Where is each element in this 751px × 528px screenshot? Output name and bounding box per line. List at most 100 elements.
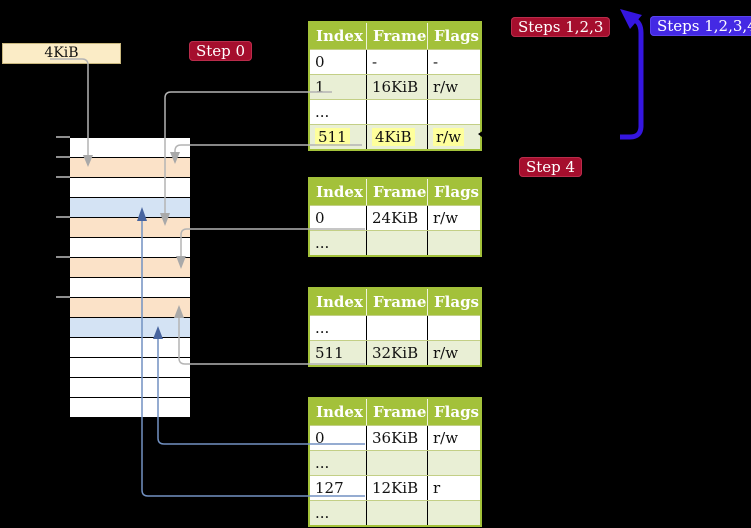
memory-row-free (70, 378, 190, 398)
table-cell (427, 501, 480, 525)
table-cell (366, 231, 427, 255)
table-cell: 511 (315, 344, 344, 362)
table-cell: r/w (427, 206, 480, 230)
table-header-cell: Flags (427, 289, 480, 315)
table-row: 511 4KiB r/w (310, 124, 480, 149)
memory-row-free (70, 138, 190, 158)
table-header-cell: Index (316, 403, 363, 421)
table-header-cell: Flags (427, 399, 480, 425)
recursive-loop-arrow (620, 16, 644, 140)
memory-row-page-table (70, 298, 190, 318)
highlighted-value: 511 (315, 128, 350, 146)
table-cell: ... (315, 234, 330, 252)
recursive-loop-arrowhead-icon (620, 9, 642, 29)
table-cell: 4KiB (366, 125, 427, 149)
table-cell: 12KiB (366, 476, 427, 500)
memory-row-free (70, 178, 190, 198)
table-header-cell: Index (316, 27, 363, 45)
table-cell: ... (315, 103, 330, 121)
table-cell: 16KiB (366, 75, 427, 99)
memory-row-mapped-page (70, 198, 190, 218)
arrow-l4-entry1-to-l3-frame (164, 91, 332, 214)
table-cell: r (427, 476, 480, 500)
highlighted-value: r/w (433, 128, 465, 146)
table-cell (427, 316, 480, 340)
table-cell: 24KiB (366, 206, 427, 230)
memory-tick (56, 136, 70, 138)
memory-row-page-table (70, 158, 190, 178)
table-cell (366, 451, 427, 475)
memory-row-page-table (70, 258, 190, 278)
table-header-cell: Frame (366, 399, 427, 425)
memory-row-free (70, 338, 190, 358)
table-row: ... (310, 230, 480, 255)
table-cell: ... (315, 454, 330, 472)
table-cell: r/w (427, 341, 480, 365)
table-cell: r/w (427, 426, 480, 450)
table-cell (366, 316, 427, 340)
table-cell: 1 (315, 78, 325, 96)
table-cell (427, 100, 480, 124)
table-header-cell: Flags (427, 23, 480, 49)
table-cell: ... (315, 319, 330, 337)
memory-row-free (70, 358, 190, 378)
highlighted-value: 4KiB (372, 128, 415, 146)
physical-memory-strip (70, 137, 190, 418)
memory-tick (56, 176, 70, 178)
memory-row-mapped-page (70, 318, 190, 338)
table-cell (366, 100, 427, 124)
table-cell: - (427, 50, 480, 74)
table-header-cell: Frame (366, 23, 427, 49)
table-header-cell: Frame (366, 289, 427, 315)
table-cell: 0 (315, 209, 325, 227)
table-header-cell: Frame (366, 179, 427, 205)
table-cell: 127 (315, 479, 344, 497)
table-header-cell: Index (316, 183, 363, 201)
table-row: ... (310, 315, 480, 340)
table-row: ... (310, 500, 480, 525)
memory-tick (56, 156, 70, 158)
badge-steps-1-2-3-4: Steps 1,2,3,4 (650, 16, 751, 36)
table-row: ... (310, 450, 480, 475)
memory-tick (56, 216, 70, 218)
table-row: ... (310, 99, 480, 124)
table-cell: r/w (427, 125, 480, 149)
table-cell: 511 (310, 125, 366, 149)
table-cell (427, 231, 480, 255)
badge-steps-1-2-3: Steps 1,2,3 (511, 17, 611, 37)
table-cell (427, 451, 480, 475)
table-cell: r/w (427, 75, 480, 99)
memory-tick (56, 296, 70, 298)
memory-row-free (70, 238, 190, 258)
table-header-cell: Flags (427, 179, 480, 205)
page-size-label: 4KiB (2, 43, 121, 64)
table-cell: 0 (315, 429, 325, 447)
memory-row-free (70, 278, 190, 298)
memory-row-free (70, 398, 190, 418)
table-cell: - (366, 50, 427, 74)
memory-row-page-table (70, 218, 190, 238)
badge-step-4: Step 4 (519, 157, 583, 177)
table-cell: 32KiB (366, 341, 427, 365)
badge-step-0: Step 0 (189, 41, 253, 61)
table-cell: ... (315, 504, 330, 522)
table-row: 0 -- (310, 49, 480, 74)
table-cell: 0 (315, 53, 325, 71)
memory-tick (56, 256, 70, 258)
table-cell: 36KiB (366, 426, 427, 450)
table-cell (366, 501, 427, 525)
